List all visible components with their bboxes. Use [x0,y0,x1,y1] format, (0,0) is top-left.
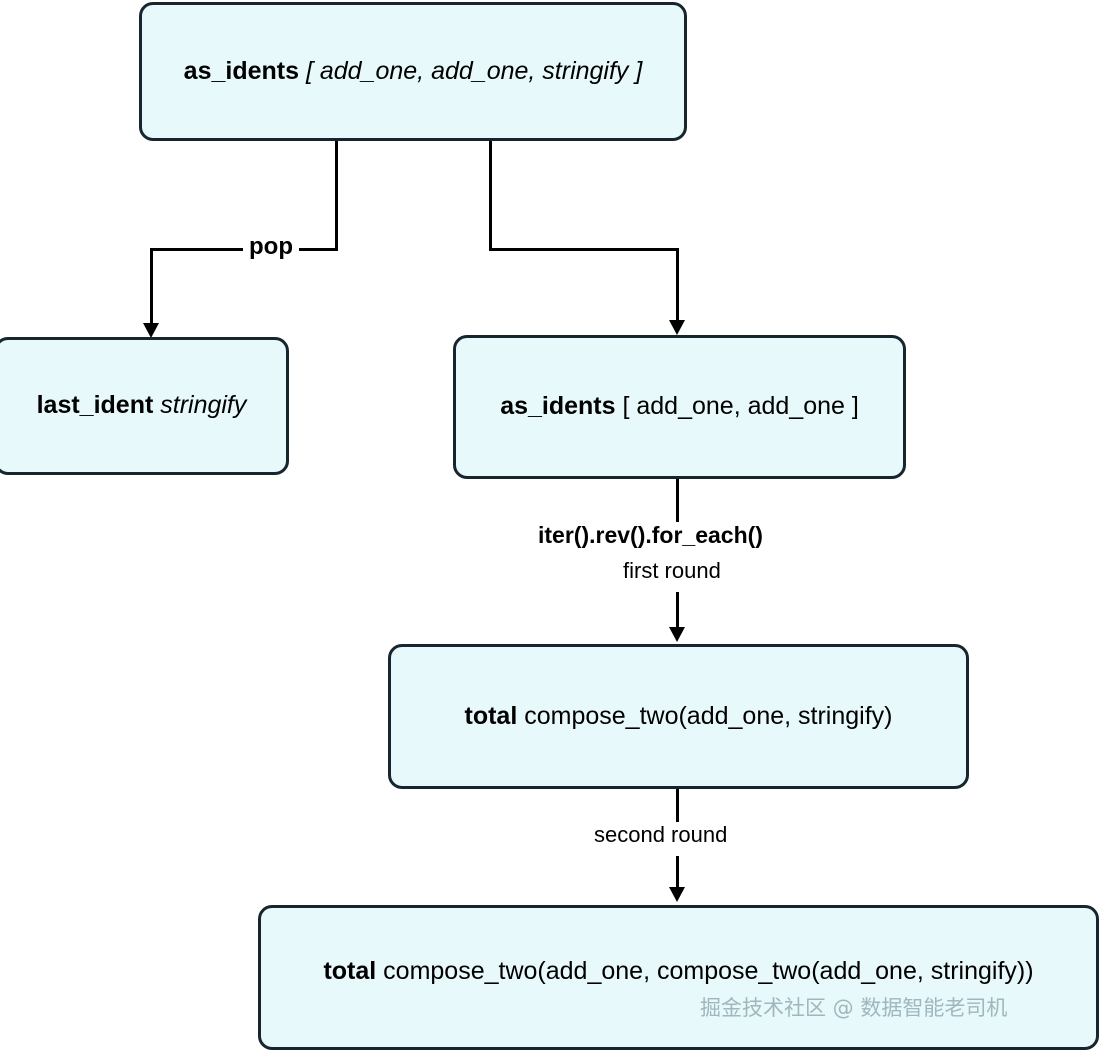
node-total-second-round-label: total [323,956,377,985]
node-total-first-round-value: compose_two(add_one, stringify) [524,701,893,730]
edge-label-first-round: first round [617,558,727,584]
connector-second-round-upper [676,789,679,825]
node-last-ident-label: last_ident [36,391,154,420]
connector-second-round-arrowhead [669,887,685,902]
edge-label-pop: pop [243,233,299,261]
node-as-idents-two-value: [ add_one, add_one ] [622,392,859,421]
node-total-second-round: total compose_two(add_one, compose_two(a… [258,905,1099,1050]
node-as-idents-three: as_idents [ add_one, add_one, stringify … [139,2,687,141]
node-total-second-round-text: total compose_two(add_one, compose_two(a… [261,956,1096,987]
node-as-idents-three-text: as_idents [ add_one, add_one, stringify … [142,56,684,87]
node-as-idents-two-label: as_idents [500,392,616,421]
connector-second-round-lower [676,856,679,889]
connector-first-round-arrowhead [669,627,685,642]
node-as-idents-two: as_idents [ add_one, add_one ] [453,335,906,479]
connector-recurse-horizontal [489,248,679,251]
node-total-first-round-label: total [464,701,518,730]
connector-recurse-stem [489,141,492,251]
connector-recurse-drop [676,248,679,323]
node-total-first-round: total compose_two(add_one, stringify) [388,644,969,789]
node-total-second-round-value: compose_two(add_one, compose_two(add_one… [383,956,1034,985]
node-last-ident: last_ident stringify [0,337,289,475]
connector-pop-stem [335,141,338,251]
node-as-idents-three-value: [ add_one, add_one, stringify ] [305,56,643,85]
node-last-ident-text: last_ident stringify [0,390,286,421]
watermark-text: 掘金技术社区 @ 数据智能老司机 [700,996,1008,1020]
edge-label-second-round: second round [588,822,734,848]
node-last-ident-value: stringify [160,391,247,420]
node-as-idents-two-text: as_idents [ add_one, add_one ] [456,391,903,422]
connector-first-round-upper [676,479,679,524]
node-as-idents-three-label: as_idents [183,56,300,85]
connector-pop-arrowhead [143,323,159,338]
edge-label-iter-rev-for-each: iter().rev().for_each() [532,522,769,549]
connector-pop-drop [150,248,153,326]
connector-recurse-arrowhead [669,320,685,335]
node-total-first-round-text: total compose_two(add_one, stringify) [391,701,966,732]
connector-first-round-lower [676,592,679,630]
